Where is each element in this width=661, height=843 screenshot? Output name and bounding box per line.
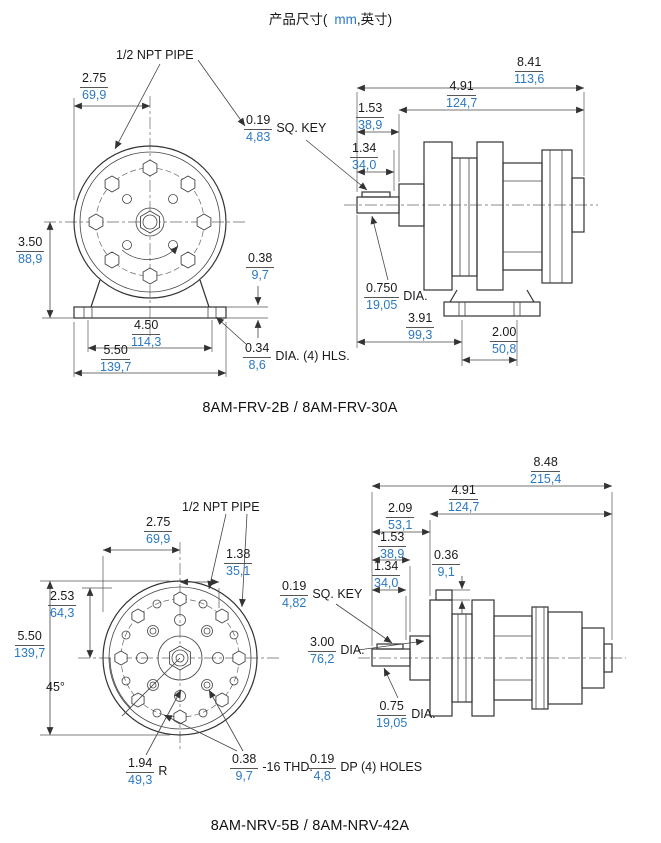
- nrv-angle-label: 45°: [46, 680, 65, 694]
- nrv-npt-pipe-label: 1/2 NPT PIPE: [182, 500, 260, 514]
- rotation-arrow: [121, 245, 179, 260]
- dia-label: DIA.: [340, 643, 365, 658]
- frv-side-view: [344, 141, 598, 317]
- nrv-front-dimension-lines: [40, 513, 248, 756]
- inch-value: 2.75: [80, 71, 109, 88]
- sq-key-label: SQ. KEY: [312, 587, 363, 602]
- frv-front-view: [44, 96, 246, 336]
- angle-arc: [109, 657, 131, 708]
- nrv-front-view: [78, 542, 282, 750]
- frv-front-dimension-lines: [42, 59, 268, 377]
- radius-label: R: [158, 764, 168, 779]
- page-title: 产品尺寸( mm,英寸): [0, 8, 661, 28]
- depth-holes-label: DP (4) HOLES: [340, 760, 423, 775]
- frv-npt-pipe-label: 1/2 NPT PIPE: [116, 48, 194, 62]
- dia-label: DIA.: [411, 707, 436, 722]
- mm-value: 69,9: [82, 87, 107, 102]
- nrv-side-dimension-lines: [335, 482, 613, 699]
- title-suffix: ,英寸): [356, 12, 393, 27]
- title-unit-mm: mm: [334, 12, 357, 27]
- title-prefix: 产品尺寸(: [268, 12, 328, 27]
- nrv-model-caption: 8AM-NRV-5B / 8AM-NRV-42A: [210, 818, 410, 834]
- thread-label: -16 THD.: [262, 760, 313, 775]
- frv-side-dimension-lines: [305, 84, 585, 366]
- dia-label: DIA.: [403, 289, 428, 304]
- nrv-side-view: [358, 589, 626, 717]
- dia-4-holes-label: DIA. (4) HLS.: [275, 349, 350, 364]
- sq-key-label: SQ. KEY: [276, 121, 327, 136]
- frv-model-caption: 8AM-FRV-2B / 8AM-FRV-30A: [202, 400, 398, 416]
